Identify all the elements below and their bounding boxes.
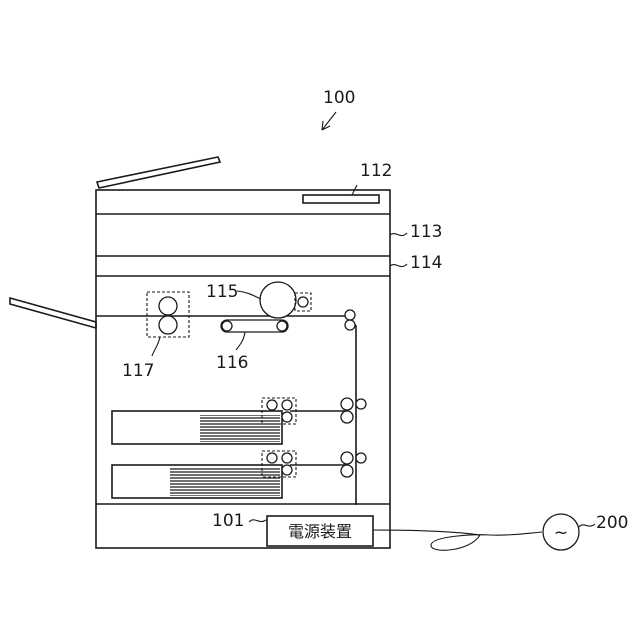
label-112: 112: [360, 161, 392, 181]
scanner-cover-plate: [303, 195, 379, 203]
fixing-unit: [147, 292, 189, 337]
label-101: 101: [212, 511, 244, 531]
paper-cassette-upper: [112, 398, 296, 444]
transfer-belt: [221, 320, 288, 332]
label-200: 200: [596, 513, 628, 533]
leader-113: [390, 233, 407, 236]
power-supply-label: 電源装置: [288, 522, 352, 541]
conveying-rollers: [341, 310, 366, 477]
leader-101: [249, 520, 266, 522]
power-cord-loop: [431, 532, 542, 550]
output-tray: [10, 298, 96, 328]
leader-116: [236, 332, 245, 350]
power-cord: [373, 530, 480, 535]
drum-cleaner: [295, 293, 311, 311]
label-117: 117: [122, 361, 154, 381]
leader-114: [390, 264, 407, 267]
label-116: 116: [216, 353, 248, 373]
label-115: 115: [206, 282, 238, 302]
ac-symbol: ~: [554, 523, 568, 543]
label-100: 100: [323, 88, 355, 108]
leader-200: [579, 524, 595, 527]
photosensitive-drum: [260, 282, 296, 318]
arrow-100: [322, 112, 336, 130]
document-cover: [97, 157, 220, 188]
label-114: 114: [410, 253, 442, 273]
label-113: 113: [410, 222, 442, 242]
paper-cassette-lower: [112, 451, 296, 498]
leader-117: [152, 337, 160, 356]
leader-115: [237, 291, 261, 299]
